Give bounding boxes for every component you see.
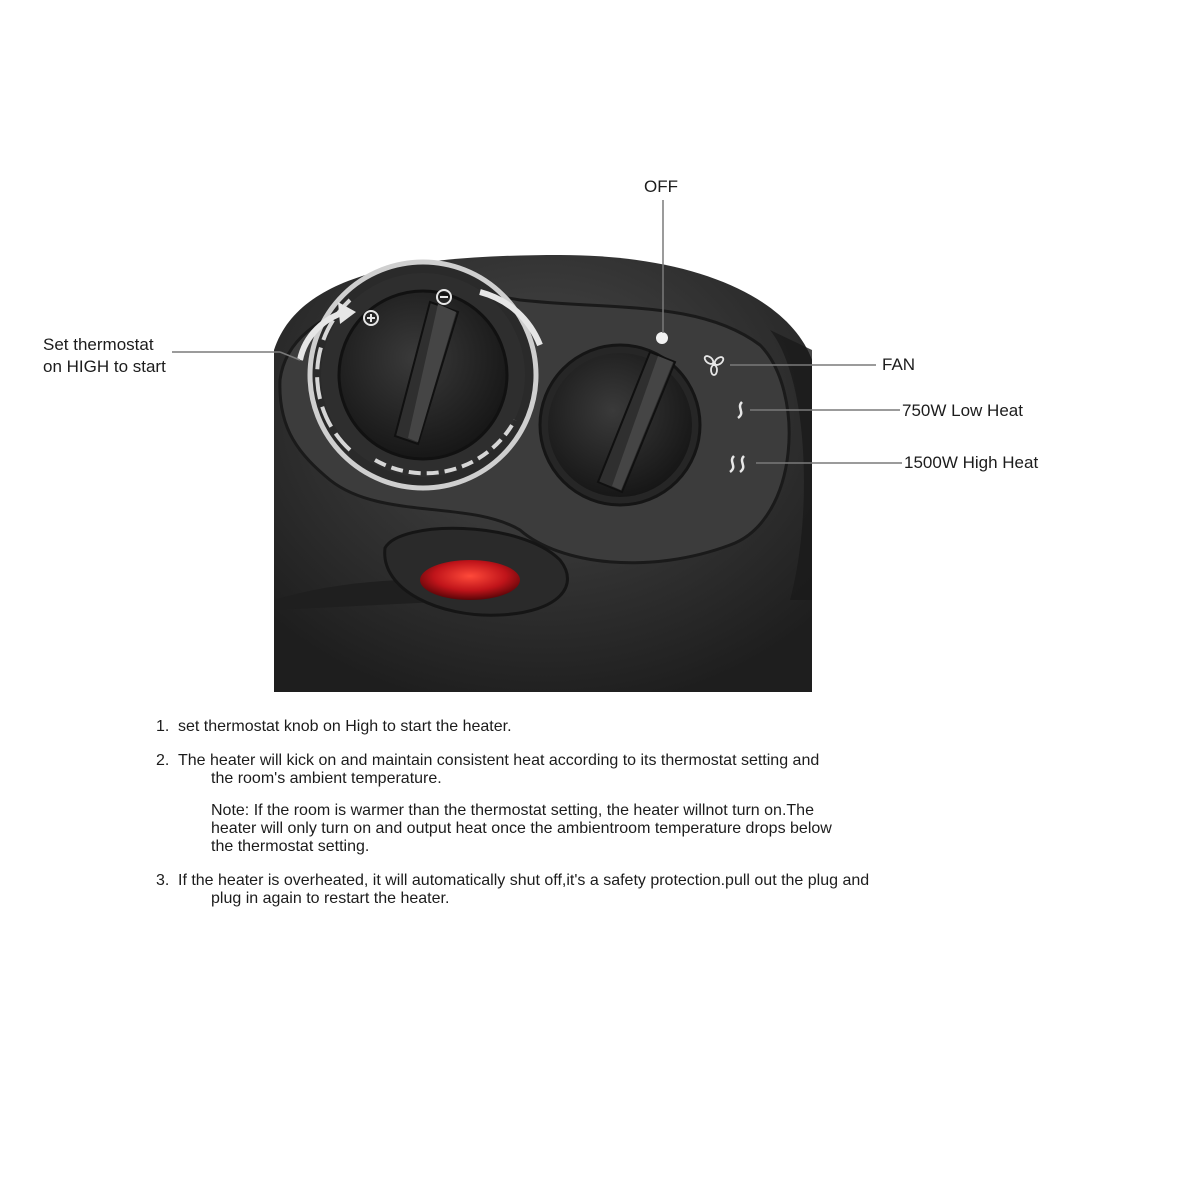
instruction-note: Note: If the room is warmer than the the… [156, 802, 1076, 856]
note-line2: heater will only turn on and output heat… [211, 820, 832, 837]
instruction-step-3: 3. If the heater is overheated, it will … [156, 872, 1076, 908]
step-text-line2: plug in again to restart the heater. [211, 890, 450, 907]
instructions: 1. set thermostat knob on High to start … [156, 718, 1076, 924]
thermostat-label-line2: on HIGH to start [43, 357, 166, 376]
step-text-line1: set thermostat knob on High to start the… [178, 718, 512, 735]
single-heat-wave-icon [737, 401, 743, 419]
mode-knob[interactable] [538, 343, 702, 507]
step-number: 2. [156, 752, 170, 769]
thermostat-knob[interactable] [307, 259, 539, 491]
step-number: 3. [156, 872, 170, 889]
note-line3: the thermostat setting. [211, 838, 370, 855]
instruction-step-1: 1. set thermostat knob on High to start … [156, 718, 1076, 736]
off-label: OFF [644, 177, 678, 196]
fan-label: FAN [882, 355, 916, 374]
thermostat-label-line1: Set thermostat [43, 335, 154, 354]
minus-circle-icon [436, 289, 452, 305]
instruction-step-2: 2. The heater will kick on and maintain … [156, 752, 1076, 788]
plus-circle-icon [363, 310, 379, 326]
step-text-line1: If the heater is overheated, it will aut… [178, 872, 870, 889]
power-indicator-light [420, 560, 520, 600]
high-heat-label: 1500W High Heat [904, 453, 1039, 472]
fan-icon [703, 355, 725, 376]
heater-body [274, 255, 812, 692]
note-line1: Note: If the room is warmer than the the… [211, 802, 814, 819]
step-text-line2: the room's ambient temperature. [211, 770, 442, 787]
step-text-line1: The heater will kick on and maintain con… [178, 752, 820, 769]
double-heat-wave-icon [729, 455, 745, 473]
step-number: 1. [156, 718, 170, 735]
off-position-dot [656, 332, 668, 344]
leader-lines [172, 200, 902, 464]
low-heat-label: 750W Low Heat [902, 401, 1023, 420]
